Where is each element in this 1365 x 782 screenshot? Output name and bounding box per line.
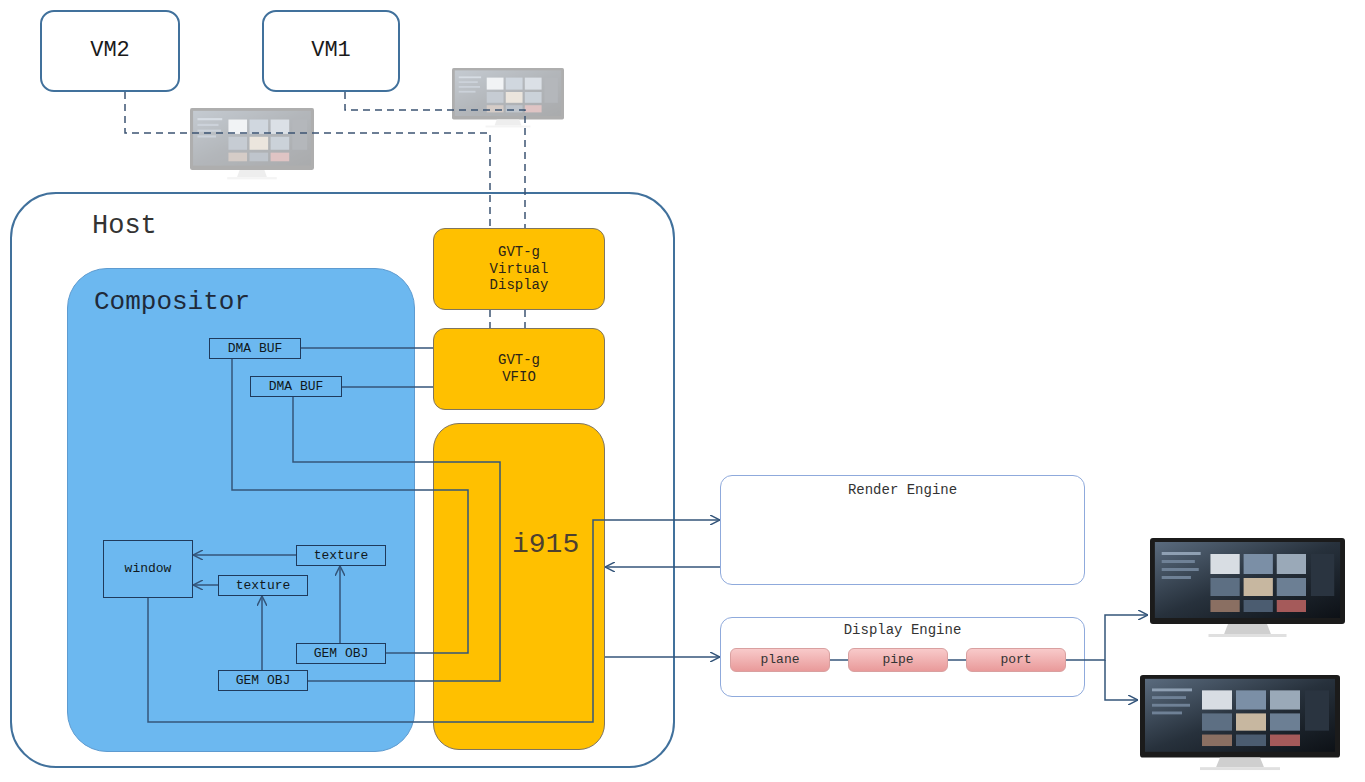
engine-box: Render Engine bbox=[720, 475, 1085, 585]
engine-box: Display Engine plane pipe port bbox=[720, 617, 1085, 697]
gvt-box: GVT-g VFIO bbox=[433, 328, 605, 410]
node-label: texture bbox=[314, 548, 369, 564]
node-label: pipe bbox=[882, 652, 913, 668]
connector bbox=[605, 566, 720, 568]
node-label: texture bbox=[236, 578, 291, 594]
node-label: plane bbox=[760, 652, 799, 668]
node-label: GVT-g Virtual Display bbox=[485, 244, 552, 294]
buffer-box: window bbox=[103, 540, 193, 598]
monitor-image bbox=[1140, 675, 1340, 770]
connector bbox=[193, 584, 218, 586]
node-label: Render Engine bbox=[721, 482, 1084, 499]
buffer-box: GEM OBJ bbox=[296, 643, 386, 664]
monitor-image bbox=[1150, 538, 1345, 637]
driver-box: i915 bbox=[433, 423, 605, 750]
node-label: Compositor bbox=[94, 287, 250, 318]
connector bbox=[301, 347, 433, 349]
monitor-image bbox=[190, 108, 314, 179]
connector bbox=[948, 659, 966, 661]
buffer-box: GEM OBJ bbox=[218, 670, 308, 691]
node-label: Host bbox=[92, 210, 157, 242]
compositor-region: CompositorDMA BUF DMA BUF window texture tex… bbox=[67, 268, 415, 752]
node-label: GVT-g VFIO bbox=[485, 352, 552, 386]
connector bbox=[830, 659, 848, 661]
connector bbox=[339, 566, 341, 643]
node-label: VM1 bbox=[311, 38, 351, 64]
node-label: i915 bbox=[512, 528, 579, 562]
node-label: port bbox=[1000, 652, 1031, 668]
node-label: DMA BUF bbox=[228, 341, 283, 357]
pipeline-stage: pipe bbox=[848, 648, 948, 672]
buffer-box: texture bbox=[218, 575, 308, 596]
vm-box: VM2 bbox=[40, 10, 180, 92]
connector bbox=[261, 596, 263, 670]
connector bbox=[342, 386, 433, 388]
node-label: Display Engine bbox=[721, 622, 1084, 639]
node-label: DMA BUF bbox=[269, 379, 324, 395]
pipeline-stage: port bbox=[966, 648, 1066, 672]
node-label: GEM OBJ bbox=[236, 673, 291, 689]
output-wire bbox=[1105, 660, 1138, 700]
connector bbox=[605, 656, 720, 658]
node-label: GEM OBJ bbox=[314, 646, 369, 662]
gvt-box: GVT-g Virtual Display bbox=[433, 228, 605, 310]
buffer-box: DMA BUF bbox=[250, 376, 342, 397]
node-label: window bbox=[125, 561, 172, 577]
vm-box: VM1 bbox=[262, 10, 400, 92]
node-label: VM2 bbox=[90, 38, 130, 64]
buffer-box: texture bbox=[296, 545, 386, 566]
connector bbox=[193, 554, 296, 556]
buffer-box: DMA BUF bbox=[209, 338, 301, 359]
monitor-image bbox=[452, 68, 564, 127]
pipeline-stage: plane bbox=[730, 648, 830, 672]
